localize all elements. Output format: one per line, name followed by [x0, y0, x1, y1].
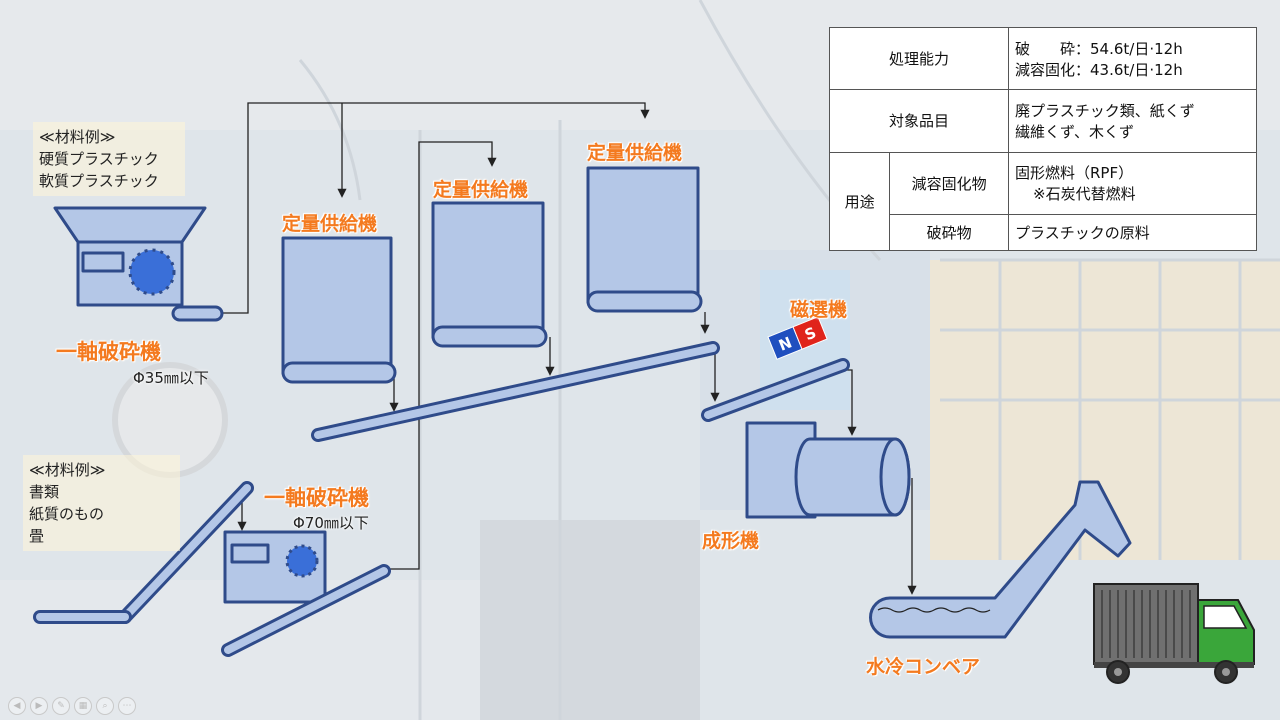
- next-slide-icon[interactable]: ▶: [30, 697, 48, 715]
- capacity-label: 処理能力: [829, 26, 1009, 91]
- prev-slide-icon[interactable]: ◀: [8, 697, 26, 715]
- more-icon[interactable]: ⋯: [118, 697, 136, 715]
- materials-2-item: 紙質のもの: [29, 505, 105, 523]
- feeder-3: [586, 166, 703, 313]
- target-label: 対象品目: [829, 89, 1009, 153]
- magnet-n-label: N: [776, 333, 794, 354]
- target-line-1: 廃プラスチック類、紙くず: [1015, 101, 1195, 120]
- water-conveyor-label: 水冷コンベア: [866, 656, 981, 678]
- materials-1-item: 硬質プラスチック: [39, 150, 159, 168]
- use-label: 用途: [828, 151, 891, 252]
- materials-box-1: ≪材料例≫ 硬質プラスチック 軟質プラスチック: [33, 122, 185, 196]
- magnet-icon: N S: [767, 316, 828, 360]
- molder-label: 成形機: [702, 530, 760, 552]
- materials-2-item: 書類: [29, 483, 60, 501]
- materials-1-item: 軟質プラスチック: [39, 172, 159, 190]
- water-cooled-conveyor: [869, 480, 1132, 639]
- use-row-2-label: 破砕物: [889, 213, 1009, 252]
- target-line-2: 繊維くず、木くず: [1015, 122, 1134, 141]
- molder-machine: [745, 421, 911, 519]
- capacity-line-1: 破 砕：54.6t/日·12h: [1015, 39, 1183, 58]
- truck-icon: [1093, 583, 1255, 684]
- zoom-icon[interactable]: ⌕: [96, 697, 114, 715]
- materials-1-heading: ≪材料例≫: [39, 128, 116, 146]
- use-row-1-label: 減容固化物: [889, 151, 1009, 215]
- feeder-1-label: 定量供給機: [282, 213, 378, 235]
- shredder-2-label: 一軸破砕機: [264, 486, 369, 510]
- materials-2-item: 畳: [29, 527, 45, 545]
- shredder-1-label: 一軸破砕機: [56, 340, 161, 364]
- shredder-1-size: Φ35㎜以下: [133, 369, 209, 387]
- slides-icon[interactable]: ▦: [74, 697, 92, 715]
- shredder-2-size: Φ70㎜以下: [293, 514, 369, 532]
- use-row-1-line-1: 固形燃料（RPF）: [1015, 164, 1134, 183]
- use-row-1-line-2: ※石炭代替燃料: [1033, 185, 1136, 204]
- use-row-1-value: 固形燃料（RPF） ※石炭代替燃料: [1008, 151, 1257, 215]
- flow-arrow-to-molder: [846, 369, 857, 436]
- feeder-1: [281, 236, 397, 384]
- materials-2-heading: ≪材料例≫: [29, 461, 106, 479]
- use-row-2-value: プラスチックの原料: [1008, 213, 1257, 252]
- magnet-label: 磁選機: [790, 299, 848, 321]
- capacity-value: 破 砕：54.6t/日·12h 減容固化：43.6t/日·12h: [1008, 26, 1257, 91]
- pen-icon[interactable]: ✎: [52, 697, 70, 715]
- spec-table: 処理能力 破 砕：54.6t/日·12h 減容固化：43.6t/日·12h 対象…: [828, 26, 1257, 252]
- flow-line-shredder2-to-feeder2: [385, 141, 497, 570]
- flow-line-shredder1-to-feeders: [212, 102, 650, 314]
- materials-box-2: ≪材料例≫ 書類 紙質のもの 畳: [23, 455, 180, 551]
- feeder-2: [431, 201, 548, 348]
- feeder-2-label: 定量供給機: [433, 179, 529, 201]
- feeder-3-label: 定量供給機: [587, 142, 683, 164]
- capacity-line-2: 減容固化：43.6t/日·12h: [1015, 60, 1183, 79]
- shredder-2: [223, 530, 327, 604]
- shredder-1: [53, 206, 224, 322]
- target-value: 廃プラスチック類、紙くず 繊維くず、木くず: [1008, 89, 1257, 153]
